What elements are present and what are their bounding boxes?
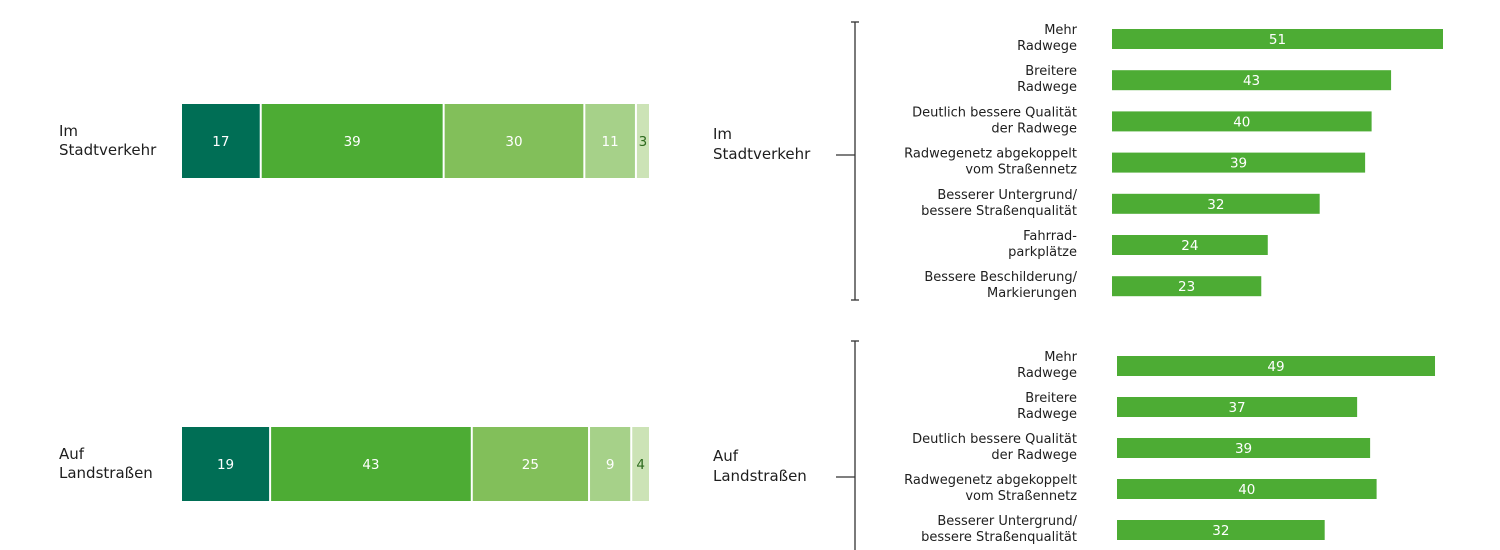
bar-category-label: Mehr	[1044, 23, 1077, 38]
stack-value-label: 19	[217, 457, 234, 473]
stack-segment	[271, 427, 471, 501]
stack-value-label: 9	[606, 457, 615, 473]
bar-category-label: Radwege	[1017, 80, 1077, 95]
bar	[1117, 479, 1377, 499]
bar-value-label: 51	[1269, 32, 1286, 48]
group-label: Im	[713, 125, 732, 143]
bar	[1112, 276, 1262, 297]
stack-value-label: 11	[602, 134, 619, 150]
stack-category-label: Stadtverkehr	[59, 141, 157, 159]
bar-category-label: Mehr	[1044, 350, 1077, 365]
bar	[1112, 70, 1392, 91]
bar	[1117, 438, 1371, 458]
stack-value-label: 17	[212, 134, 229, 150]
bar-category-label: der Radwege	[991, 448, 1077, 463]
bar-category-label: Deutlich bessere Qualität	[912, 105, 1077, 120]
bar-category-label: Breitere	[1025, 391, 1077, 406]
bar-category-label: parkplätze	[1008, 245, 1077, 260]
group-label: Stadtverkehr	[713, 145, 811, 163]
bar-category-label: der Radwege	[991, 121, 1077, 136]
bar	[1117, 520, 1325, 540]
bar-value-label: 32	[1207, 197, 1224, 213]
bar-category-label: Radwege	[1017, 39, 1077, 54]
bar-category-label: Deutlich bessere Qualität	[912, 432, 1077, 447]
stack-segment	[444, 104, 584, 178]
bar	[1112, 111, 1372, 132]
group-label: Auf	[713, 447, 739, 465]
bar-value-label: 23	[1178, 279, 1195, 295]
bar-category-label: Besserer Untergrund/	[937, 188, 1077, 203]
bar-value-label: 32	[1212, 523, 1229, 539]
stack-value-label: 25	[522, 457, 539, 473]
stack-segment	[261, 104, 443, 178]
bar-value-label: 39	[1235, 441, 1252, 457]
bar	[1112, 29, 1443, 49]
stack-value-label: 30	[505, 134, 522, 150]
stack-segment	[472, 427, 589, 501]
stack-value-label: 39	[344, 134, 361, 150]
bar-category-label: Markierungen	[987, 286, 1077, 301]
bar-value-label: 43	[1243, 73, 1260, 89]
bar-category-label: Radwege	[1017, 407, 1077, 422]
bar	[1117, 356, 1436, 376]
bar-category-label: bessere Straßenqualität	[921, 530, 1077, 545]
stack-segment	[590, 427, 631, 501]
bar	[1117, 397, 1358, 417]
bar	[1112, 235, 1268, 255]
bar-category-label: Bessere Beschilderung/	[924, 270, 1077, 285]
bar-value-label: 39	[1230, 156, 1247, 172]
stack-segment	[632, 427, 649, 501]
bar-category-label: Breitere	[1025, 64, 1077, 79]
bar-category-label: Besserer Untergrund/	[937, 514, 1077, 529]
bar-value-label: 49	[1267, 359, 1284, 375]
bar-category-label: vom Straßennetz	[965, 163, 1077, 178]
bar-value-label: 37	[1228, 400, 1245, 416]
bar-value-label: 24	[1181, 238, 1198, 254]
bar	[1112, 193, 1320, 214]
bar-category-label: Radwegenetz abgekoppelt	[904, 473, 1077, 488]
bar-category-label: Radwegenetz abgekoppelt	[904, 147, 1077, 162]
stack-segment	[182, 104, 260, 178]
stack-segment	[182, 427, 270, 501]
group-label: Landstraßen	[713, 467, 807, 485]
bar-category-label: vom Straßennetz	[965, 489, 1077, 504]
bar-category-label: Fahrrad-	[1023, 229, 1077, 244]
bar-category-label: Radwege	[1017, 366, 1077, 381]
stack-category-label: Auf	[59, 445, 85, 463]
stack-segment	[585, 104, 635, 178]
stack-segment	[636, 104, 649, 178]
stack-category-label: Landstraßen	[59, 464, 153, 482]
bar-value-label: 40	[1233, 114, 1250, 130]
stack-category-label: Im	[59, 122, 78, 140]
bar-category-label: bessere Straßenqualität	[921, 204, 1077, 219]
stack-value-label: 3	[639, 134, 648, 150]
bar-value-label: 40	[1238, 482, 1255, 498]
stack-value-label: 4	[636, 457, 645, 473]
bar	[1112, 152, 1366, 173]
stack-value-label: 43	[362, 457, 379, 473]
